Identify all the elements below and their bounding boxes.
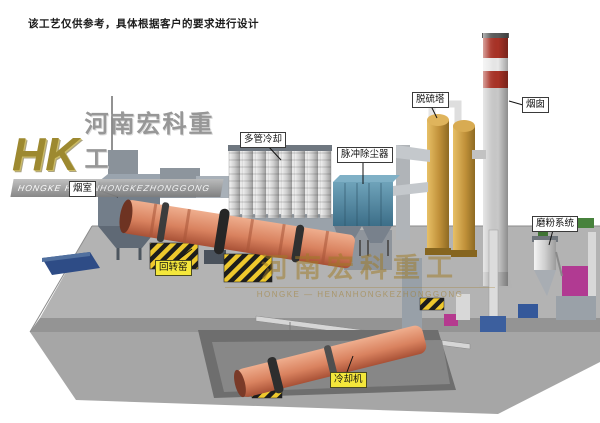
equipment-pad [42,252,100,275]
logo-name-cn: 河南宏科重工 [84,111,215,173]
label-cooling-machine: 冷却机 [330,372,367,388]
label-smoke-chamber: 烟室 [69,181,97,197]
label-rotary-kiln: 回转窑 [155,260,192,276]
logo-name-en: HONGKE HENANHONGKEZHONGGONG [10,179,224,197]
slurry-pipe [480,229,506,332]
label-grinding-system: 磨粉系统 [532,216,579,232]
label-desulfurization-tower: 脱硫塔 [412,92,449,108]
disclaimer-text: 该工艺仅供参考，具体根据客户的要求进行设计 [28,18,259,30]
label-chimney: 烟囱 [522,97,550,113]
label-pulse-dust-collector: 脉冲除尘器 [337,147,393,163]
label-multi-tube-cooler: 多管冷却 [240,132,287,148]
cooling-machine-body [234,325,427,399]
brand-logo: HK 河南宏科重工 HONGKE HENANHONGKEZHONGGONG [10,104,224,197]
pulse-dust-collector-unit [333,175,428,256]
rotary-kiln-body [119,199,355,269]
logo-monogram: HK [12,127,79,180]
